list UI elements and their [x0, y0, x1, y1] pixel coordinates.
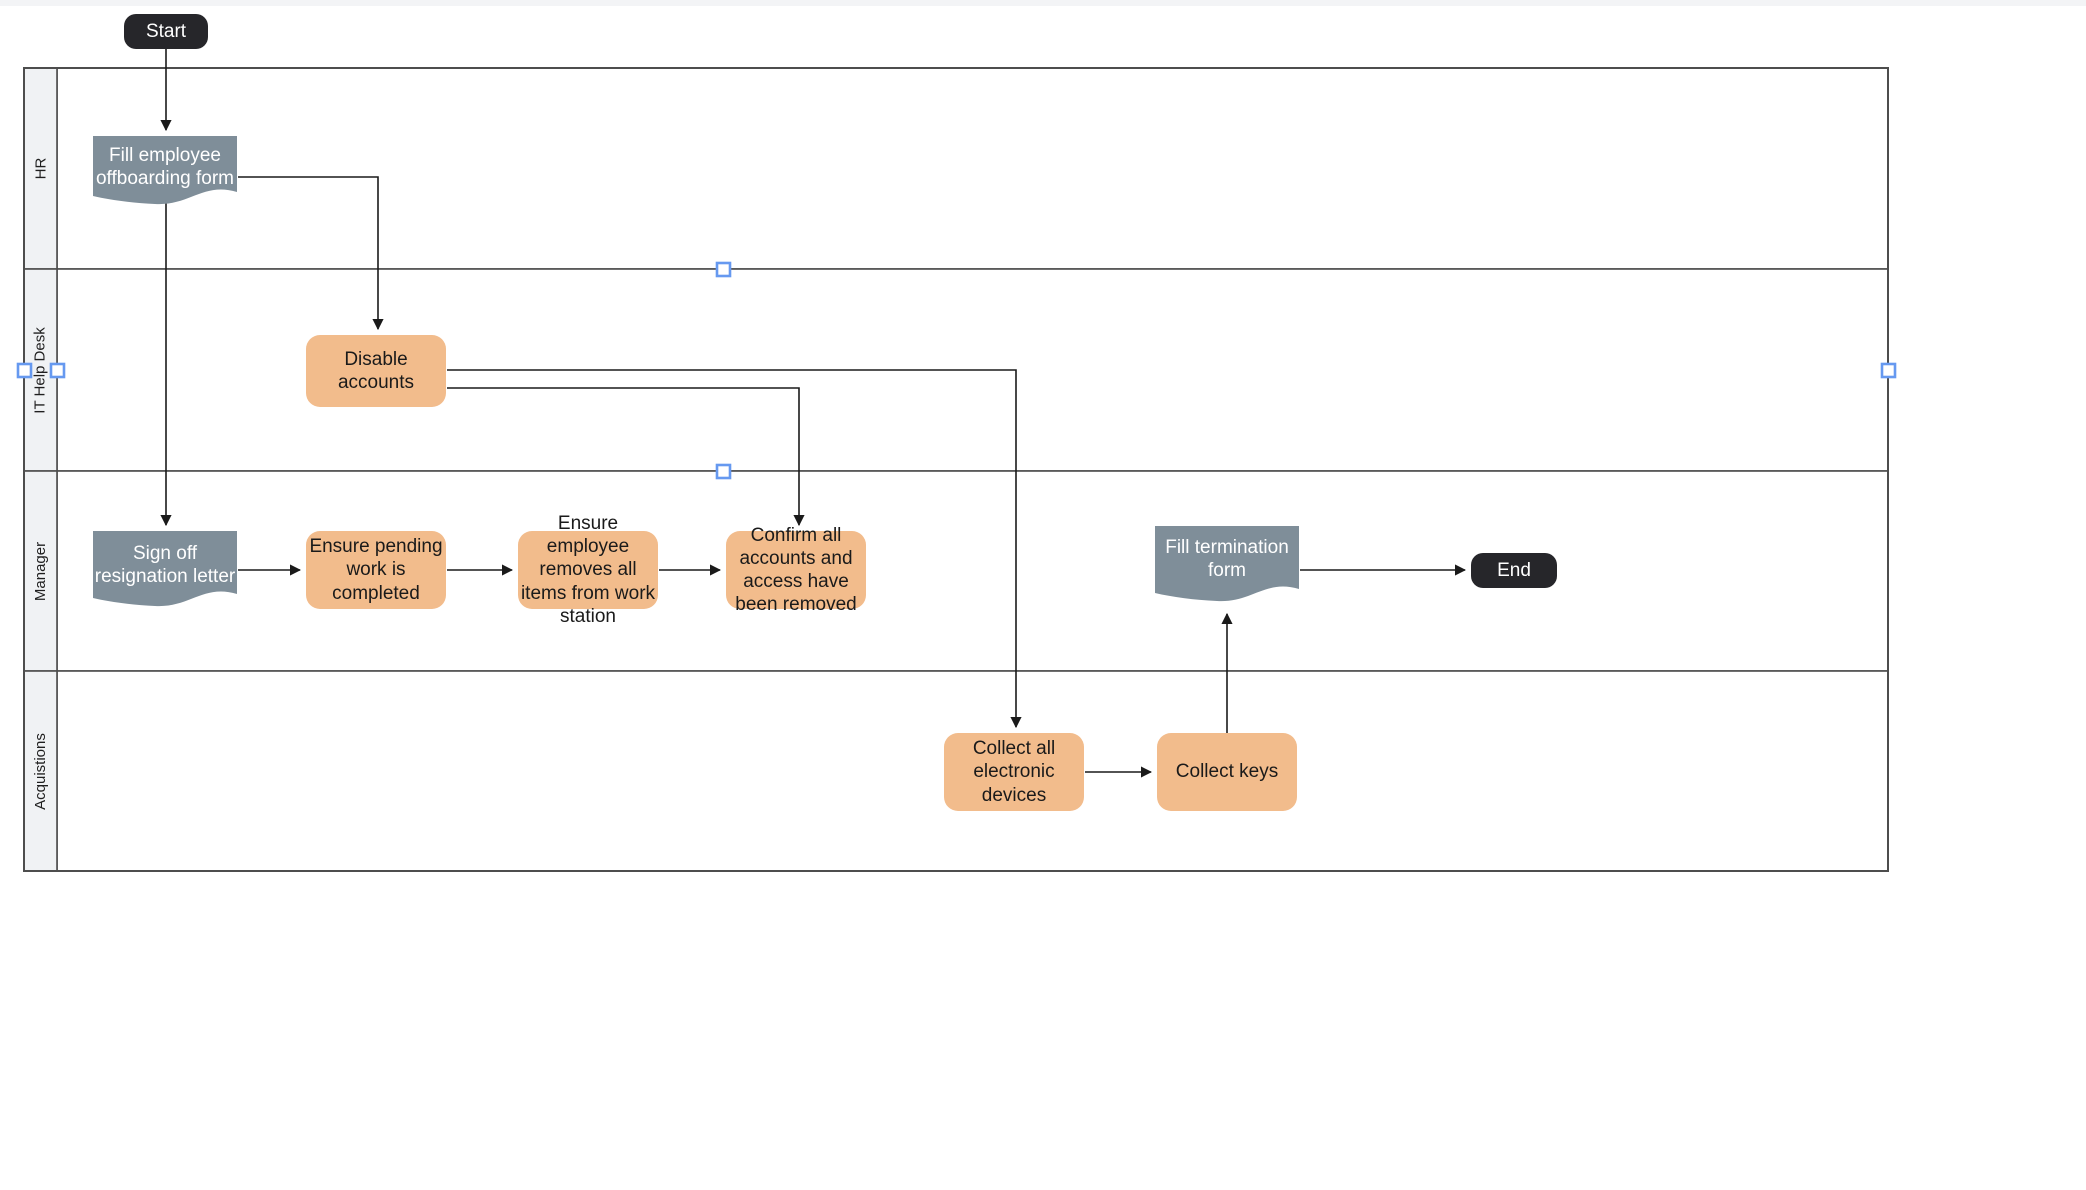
node-fill-termination-form[interactable] [1155, 526, 1299, 602]
node-layer [93, 14, 1557, 811]
lane-body-hr[interactable] [56, 67, 1889, 270]
lane-label-acquistions: Acquistions [32, 732, 49, 810]
swimlane-outer-border [23, 67, 1889, 872]
selection-handle-left-inner[interactable] [49, 362, 66, 379]
node-disable-accounts[interactable] [306, 335, 446, 407]
selection-handle-bottom[interactable] [715, 463, 732, 480]
edge-layer [160, 49, 1467, 778]
edge-offboarding-to-disable-accounts[interactable] [238, 176, 384, 331]
edge-disable-accounts-to-confirm[interactable] [447, 387, 805, 527]
node-confirm-all-accounts-removed[interactable] [726, 531, 866, 609]
node-end[interactable] [1471, 553, 1557, 588]
node-fill-employee-offboarding-form[interactable] [93, 136, 237, 205]
node-collect-keys[interactable] [1157, 733, 1297, 811]
selection-handle-layer [16, 261, 1897, 480]
selection-handle-right[interactable] [1880, 362, 1897, 379]
canvas-top-strip [0, 0, 2086, 6]
lane-label-manager: Manager [32, 541, 50, 601]
lane-label-hr: HR [31, 157, 49, 180]
node-sign-off-resignation-letter[interactable] [93, 531, 237, 607]
node-collect-all-electronic-devices[interactable] [944, 733, 1084, 811]
lane-label-it-help-desk: IT Help Desk [32, 326, 50, 414]
selection-handle-left-outer[interactable] [16, 362, 33, 379]
node-ensure-employee-removes-all-items[interactable] [518, 531, 658, 609]
node-start[interactable] [124, 14, 208, 49]
edge-disable-accounts-to-collect-devices[interactable] [447, 369, 1022, 729]
selection-handle-top[interactable] [715, 261, 732, 278]
node-ensure-pending-work-is-completed[interactable] [306, 531, 446, 609]
